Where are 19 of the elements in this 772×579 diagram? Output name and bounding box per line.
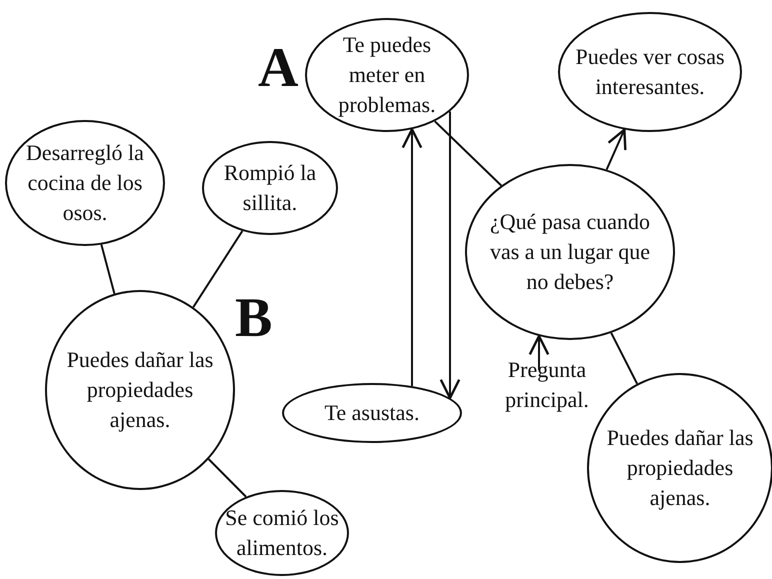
node-text: Puedes dañar las propiedades ajenas.	[606, 424, 754, 512]
node-text: Rompió la sillita.	[222, 159, 318, 217]
arrow	[440, 111, 460, 400]
node-text: Se comió los alimentos.	[224, 504, 340, 562]
node-text: Puedes dañar las propiedades ajenas.	[66, 346, 214, 434]
panel-letter: A	[258, 40, 298, 96]
node-text: Pregunta principal.	[504, 356, 590, 414]
connector-line	[192, 230, 244, 308]
node-text: Te puedes meter en problemas.	[337, 31, 437, 119]
connector-line	[434, 120, 502, 186]
node-text: Te asustas.	[324, 399, 420, 428]
arrow	[528, 334, 550, 370]
connector-line	[100, 244, 116, 294]
panel-letter: B	[235, 290, 272, 346]
node-text: Puedes ver cosas interesantes.	[575, 43, 725, 101]
connector-line	[610, 332, 638, 384]
node-text: ¿Qué pasa cuando vas a un lugar que no debes?	[488, 208, 652, 296]
connector-line	[208, 458, 247, 498]
node-text: Desarregló la cocina de los osos.	[25, 139, 145, 227]
